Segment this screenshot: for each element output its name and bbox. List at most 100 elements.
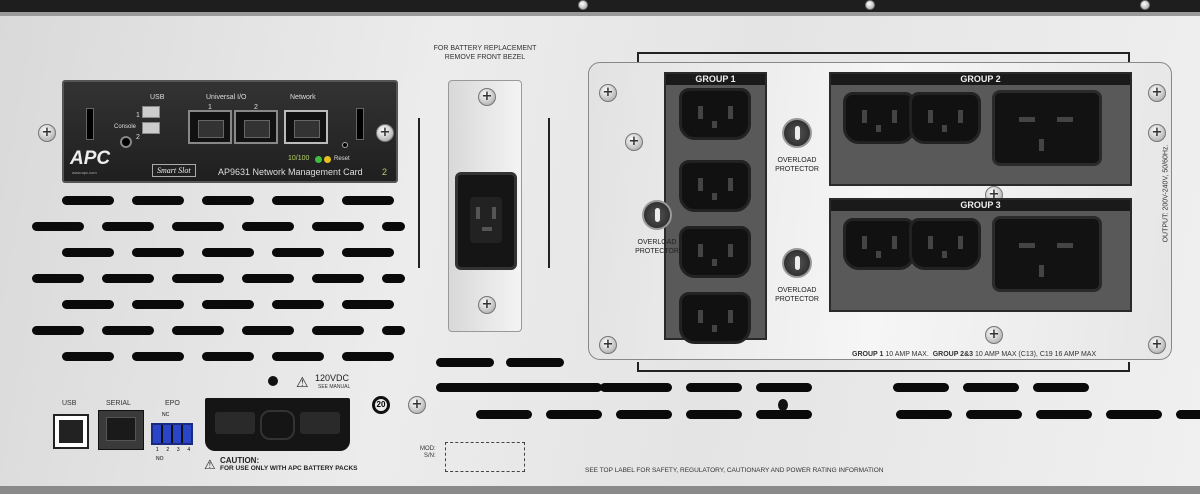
screw-icon: + [478,88,496,106]
vent-slot [686,383,742,392]
network-port[interactable] [284,110,328,144]
vent-slot [62,300,114,309]
mod-label: MOD: [420,446,436,452]
overload-protector-group-3[interactable] [782,248,812,278]
overload-protector-group-1[interactable] [642,200,672,230]
protector-text: PROTECTOR [775,296,819,303]
power-inlet-c20[interactable] [455,172,517,270]
vent-slot [966,410,1022,419]
c13-outlet[interactable] [909,92,981,144]
epo-pin: 1 [155,447,159,453]
overload-label-3: OVERLOAD PROTECTOR [762,286,832,304]
vent-slot [272,300,324,309]
vent-slot [1106,410,1162,419]
universal-io-port-1[interactable] [188,110,232,144]
card-latch [86,108,94,140]
vent-slot [476,410,532,419]
reset-button[interactable] [342,142,348,148]
screw-icon [1140,0,1150,10]
vent-slot [272,248,324,257]
top-bracket [637,52,1130,62]
overload-text: OVERLOAD [777,287,817,294]
vent-slot [476,383,532,392]
c13-outlet[interactable] [843,218,915,270]
screw-icon [865,0,875,10]
c13-outlet[interactable] [679,160,751,212]
c13-outlet[interactable] [843,92,915,144]
vent-slot [312,274,364,283]
sn-label: S/N: [424,453,436,459]
serial-port[interactable] [98,410,144,450]
epo-terminal[interactable] [151,423,193,445]
vent-slot [242,222,294,231]
vent-slot [342,300,394,309]
screw-icon: + [1148,124,1166,142]
vent-slot [132,248,184,257]
usb-1-label: 1 [136,112,140,119]
usb-port-2[interactable] [142,122,160,134]
c13-outlet[interactable] [679,88,751,140]
vent-slot [132,300,184,309]
group-2-label: GROUP 2 [831,74,1130,85]
serial-label: SERIAL [106,400,131,407]
vent-slot [382,274,405,283]
protector-text: PROTECTOR [775,166,819,173]
epo-pin: 4 [187,447,191,453]
vent-slot [202,352,254,361]
screw-icon: + [599,336,617,354]
warning-icon: ⚠ [296,374,309,390]
vent-slot [272,196,324,205]
see-manual-label: SEE MANUAL [318,384,351,390]
vent-slot [508,383,566,392]
battery-connector[interactable] [205,398,350,451]
rating-g23: 10 AMP MAX (C13), C19 16 AMP MAX [974,351,1097,358]
vent-slot [1036,410,1092,419]
status-warn-led-icon [324,156,331,163]
recycle-20-icon: 20 [372,396,390,414]
vent-slot [32,326,84,335]
c13-outlet[interactable] [679,226,751,278]
vent-slot [202,248,254,257]
c13-outlet[interactable] [909,218,981,270]
card-latch [356,108,364,140]
vent-slot [546,383,602,392]
epo-no-label: NO [156,456,164,462]
c19-outlet[interactable] [992,216,1102,292]
output-rating-label: OUTPUT: 200V-240V, 50/60Hz. [1162,144,1170,243]
vent-slot [756,383,812,392]
usb-b-port[interactable] [53,414,89,449]
console-port[interactable] [120,136,132,148]
screw-icon: + [985,326,1003,344]
serial-label-area [445,442,525,472]
vent-slot [616,410,672,419]
universal-io-port-2[interactable] [234,110,278,144]
battery-note-line1: FOR BATTERY REPLACEMENT [433,45,537,52]
mod-sn-labels: MOD:S/N: [420,446,436,460]
speed-label: 10/100 [288,155,310,162]
vent-slot [242,274,294,283]
usb-port-1[interactable] [142,106,160,118]
group-rating-note: GROUP 1 10 AMP MAX. GROUP 2&3 10 AMP MAX… [852,351,1096,358]
top-edge [0,12,1200,16]
overload-text: OVERLOAD [777,157,817,164]
bracket-left [418,118,422,268]
bottom-edge [0,486,1200,494]
c19-outlet[interactable] [992,90,1102,166]
screw-icon: + [376,124,394,142]
apc-logo: APC [70,148,111,169]
usb-label: USB [62,400,77,407]
epo-pin: 2 [166,447,170,453]
screw-icon: + [38,124,56,142]
vent-slot [756,410,812,419]
epo-pin: 3 [176,447,180,453]
c13-outlet[interactable] [679,292,751,344]
bottom-bracket [637,362,1130,372]
apc-url: www.apc.com [72,170,97,175]
vent-slot [1176,410,1200,419]
nmc-network-label: Network [290,94,316,101]
status-ok-led-icon [315,156,322,163]
caution-text: FOR USE ONLY WITH APC BATTERY PACKS [220,465,358,472]
overload-protector-group-2[interactable] [782,118,812,148]
